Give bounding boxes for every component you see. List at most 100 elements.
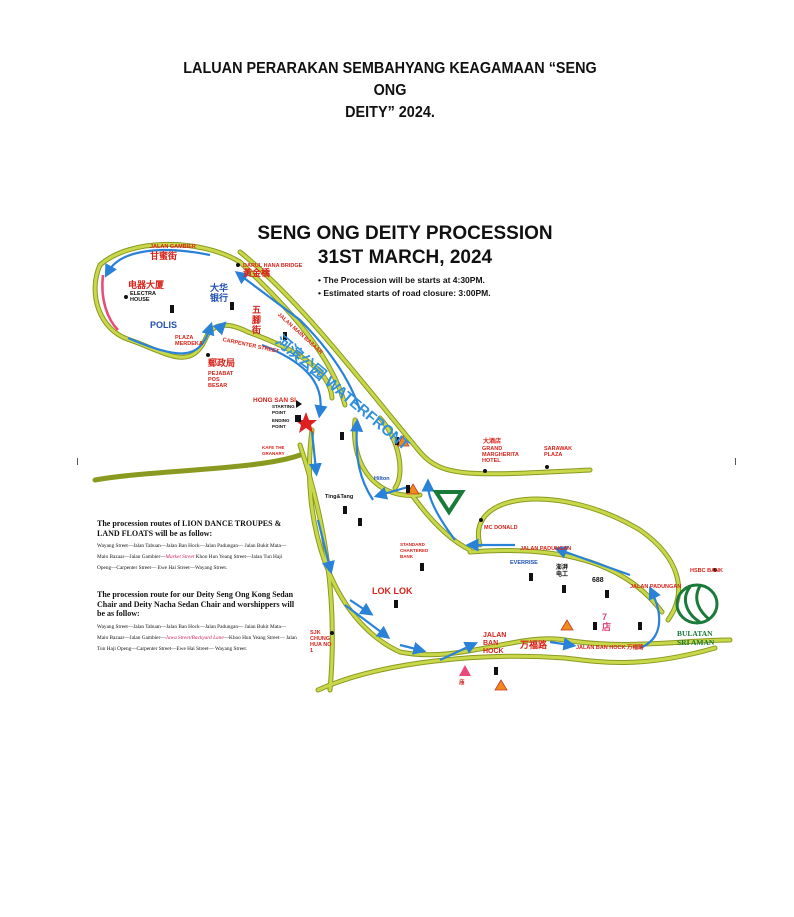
pagoda-icon (459, 665, 471, 676)
route-arrow (350, 418, 374, 501)
label-jalan-padungan: JALAN PADUNGAN (630, 584, 682, 590)
phone-icon (394, 600, 398, 608)
route-arrow (553, 546, 631, 577)
label-lok-lok: LOK LOK (372, 586, 413, 596)
phone-icon (562, 585, 566, 593)
label-starting-point: STARTING POINT (272, 404, 295, 415)
starting-point-icon (296, 400, 302, 408)
label-ban-hock-cn: 万福路 (520, 640, 548, 650)
route-segment: Wayang Street—Jalan Tabuan—Jalan Ban Hoc… (97, 623, 287, 641)
page-edge-mark (77, 458, 78, 465)
deity-route-heading: The procession route for our Deity Seng … (97, 590, 295, 618)
label-standard-chartered: STANDARD CHARTERED BANK (400, 542, 429, 559)
label-grand-margherita: GRAND MARGHERITA HOTEL (482, 446, 519, 464)
label-carpenter-cn: 五腳街 (252, 305, 262, 335)
route-arrow (373, 485, 409, 500)
roads (93, 242, 732, 692)
label-jalan-ban-hock-2: JALAN BAN HOCK 万福路 (576, 645, 644, 651)
map-title-text: SENG ONG DEITY PROCESSION (257, 223, 553, 244)
route-arrow (308, 431, 322, 477)
star-icon (295, 412, 317, 433)
label-temple-cn: 庙 (459, 680, 465, 686)
label-ting-tang: Ting&Tang (325, 494, 354, 500)
label-bank-cn: 大华银行 (210, 283, 229, 303)
note-road-closure: • Estimated starts of road closure: 3:00… (318, 288, 491, 298)
phone-icons (170, 302, 642, 675)
label-ending-point: ENDING POINT (272, 418, 290, 429)
label-mcdonald: MC DONALD (484, 525, 518, 531)
route-arrow (344, 604, 391, 639)
route-arrow (439, 641, 478, 661)
phone-icon (529, 573, 533, 581)
phone-icon (420, 563, 424, 571)
label-post-office-cn: 郵政局 (208, 358, 236, 368)
route-arrow (104, 249, 211, 278)
route-arrow (261, 343, 328, 419)
label-electra: ELECTRA HOUSE (130, 291, 156, 303)
document-title: LALUAN PERARAKAN SEMBAHYANG KEAGAMAAN “S… (167, 58, 613, 124)
warning-icon (560, 619, 574, 631)
label-hong-san-si: HONG SAN SI (253, 397, 296, 404)
route-arrow (127, 321, 215, 355)
note-start-time: • The Procession will be starts at 4:30P… (318, 275, 485, 285)
phone-icon (593, 622, 597, 630)
phone-icon (494, 667, 498, 675)
phone-icon (170, 305, 174, 313)
route-arrow (399, 641, 427, 655)
route-arrow (549, 637, 577, 651)
document-title-line: DEITY” 2024. (345, 104, 435, 121)
phone-icon (340, 432, 344, 440)
procession-notes: • The Procession will be starts at 4:30P… (318, 274, 491, 300)
ending-point-icon (295, 415, 301, 422)
location-dots (124, 263, 717, 635)
route-segment: —Khoo Hun Yeang Street— Jalan Tun Haji O… (97, 634, 297, 652)
label-granary: KAFE THE GRANARY (262, 445, 285, 456)
label-chung-hua: SJK CHUNG HUA NO 1 (310, 630, 332, 654)
phone-icon (638, 622, 642, 630)
label-jalan-gambier-cn: 甘蜜街 (150, 251, 178, 261)
procession-routes-description: The procession routes of LION DANCE TROU… (97, 519, 297, 671)
document-title-line: LALUAN PERARAKAN SEMBAHYANG KEAGAMAAN “S… (183, 60, 597, 99)
label-bulatan-sri-aman: BULATAN SRI AMAN (677, 629, 715, 647)
route-segment: Khoo Hun Yeang Street—Jalan Tun Haji Ope… (97, 554, 283, 571)
label-bridge-cn: 黃金橋 (243, 268, 271, 278)
label-polis: POLIS (150, 320, 178, 330)
lion-dance-route-heading: The procession routes of LION DANCE TROU… (97, 519, 282, 538)
route-arrow (316, 519, 335, 575)
procession-route-arrows (104, 249, 661, 661)
bulatan-sri-aman-logo (675, 583, 719, 625)
route-arrow (349, 599, 374, 616)
market-street-route (101, 274, 119, 331)
triangle-landmark-icon (432, 490, 466, 516)
phone-icon (605, 590, 609, 598)
phone-icon (395, 437, 399, 445)
deity-route-text: Wayang Street—Jalan Tabuan—Jalan Ban Hoc… (97, 622, 297, 655)
label-seven-eleven: 7店 (602, 612, 612, 632)
route-segment: Wayang Street—Jalan Tabuan—Jalan Ban Hoc… (97, 543, 287, 560)
map-date: 31ST MARCH, 2024 (317, 247, 493, 268)
route-arrow (212, 321, 227, 336)
map-title: SENG ONG DEITY PROCESSION 31ST MARCH, 20… (250, 222, 560, 270)
phone-icon (230, 302, 234, 310)
warning-icons (396, 435, 574, 691)
route-highlight: Market Street (165, 554, 195, 560)
page-edge-mark (735, 458, 736, 465)
lion-dance-route-text: Wayang Street—Jalan Tabuan—Jalan Ban Hoc… (97, 541, 297, 574)
label-plaza-merdeka: PLAZA MERDEKA (175, 335, 203, 347)
label-hilton: Hilton (374, 476, 390, 482)
label-sarawak-plaza: SARAWAK PLAZA (544, 446, 573, 458)
label-shop-cn: 澎湃电工 (556, 565, 569, 578)
label-grand-margherita-cn: 大酒店 (483, 439, 502, 445)
label-688: 688 (592, 577, 604, 584)
label-pejabat-pos: PEJABAT POS BESAR (208, 371, 234, 389)
label-everrise: EVERRISE (510, 560, 538, 566)
route-highlight: Jawa Street/Backyard Lane (165, 634, 224, 641)
phone-icon (283, 332, 287, 340)
label-jalan-ban-hock: JALAN BAN HOCK (483, 632, 507, 655)
label-darul-hana-bridge: DARUL HANA BRIDGE (243, 263, 303, 269)
route-arrow (639, 586, 661, 650)
route-arrow (234, 271, 362, 411)
label-electra-cn: 电器大厦 (128, 280, 165, 290)
phone-icon (406, 485, 410, 493)
